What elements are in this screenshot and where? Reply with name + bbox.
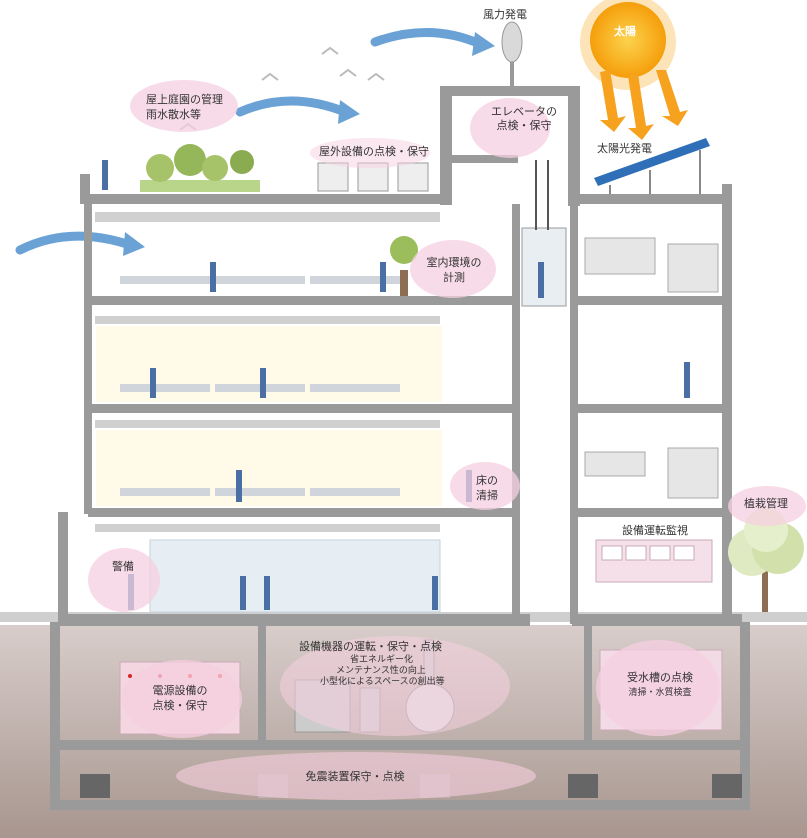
label-maintainability: メンテナンス性の向上 [336, 666, 426, 676]
label-water-tank-1: 受水槽の点検 [627, 671, 693, 684]
label-sun: 太陽 [614, 25, 636, 38]
restroom-fixtures [584, 237, 719, 499]
label-floor-clean-2: 清掃 [476, 489, 498, 502]
highlight-indoor [410, 240, 496, 298]
label-water-tank-2: 清掃・水質検査 [628, 688, 692, 698]
label-wind-power: 風力発電 [483, 8, 527, 21]
label-compact: 小型化によるスペースの創出等 [320, 677, 445, 687]
label-indoor-env-2: 計測 [443, 271, 465, 284]
label-equipment-ops: 設備機器の運転・保守・点検 [299, 640, 442, 653]
highlight-equipment [280, 636, 510, 736]
label-seismic: 免震装置保守・点検 [305, 770, 405, 783]
wind-turbine-icon [501, 21, 523, 90]
building-structure [50, 86, 750, 810]
label-planting: 植栽管理 [744, 497, 788, 510]
ceiling-ducts [95, 212, 440, 532]
label-security: 警備 [112, 560, 134, 573]
label-energy-saving: 省エネルギー化 [350, 655, 414, 665]
highlight-water [596, 640, 720, 736]
wind-arrow-head-2 [338, 100, 360, 124]
highlight-power [122, 660, 242, 738]
highlight-floor-clean [450, 462, 520, 510]
label-facility-monitor: 設備運転監視 [622, 524, 688, 537]
wind-arrow-1 [15, 231, 135, 255]
label-rooftop-garden-1: 屋上庭園の管理 [146, 93, 223, 106]
label-rooftop-garden-2: 雨水散水等 [146, 108, 201, 121]
label-outdoor-equipment: 屋外設備の点検・保守 [319, 145, 429, 158]
highlight-seismic [176, 752, 536, 800]
wind-arrow-3 [370, 27, 485, 49]
sun-rays [600, 70, 688, 140]
highlight-planting [728, 486, 806, 526]
sun-icon [580, 0, 676, 90]
highlight-outdoor [310, 138, 430, 168]
label-indoor-env-1: 室内環境の [426, 256, 482, 269]
wind-arrow-2 [235, 96, 350, 117]
highlight-security [88, 548, 160, 612]
label-power-2: 点検・保守 [152, 699, 208, 712]
highlight-rooftop [130, 80, 238, 132]
plant-icon [390, 236, 418, 296]
lobby-glass [149, 539, 441, 613]
label-elevator-2: 点検・保守 [496, 119, 552, 132]
label-floor-clean-1: 床の [476, 474, 498, 487]
label-solar-power: 太陽光発電 [597, 142, 652, 155]
roof-garden [140, 144, 260, 192]
label-elevator-1: エレベータの [491, 105, 557, 118]
wind-arrow-head-3 [472, 32, 495, 56]
highlight-elevator [470, 98, 550, 158]
wind-arrow-head-1 [123, 232, 145, 256]
label-power-1: 電源設備の [152, 684, 208, 697]
